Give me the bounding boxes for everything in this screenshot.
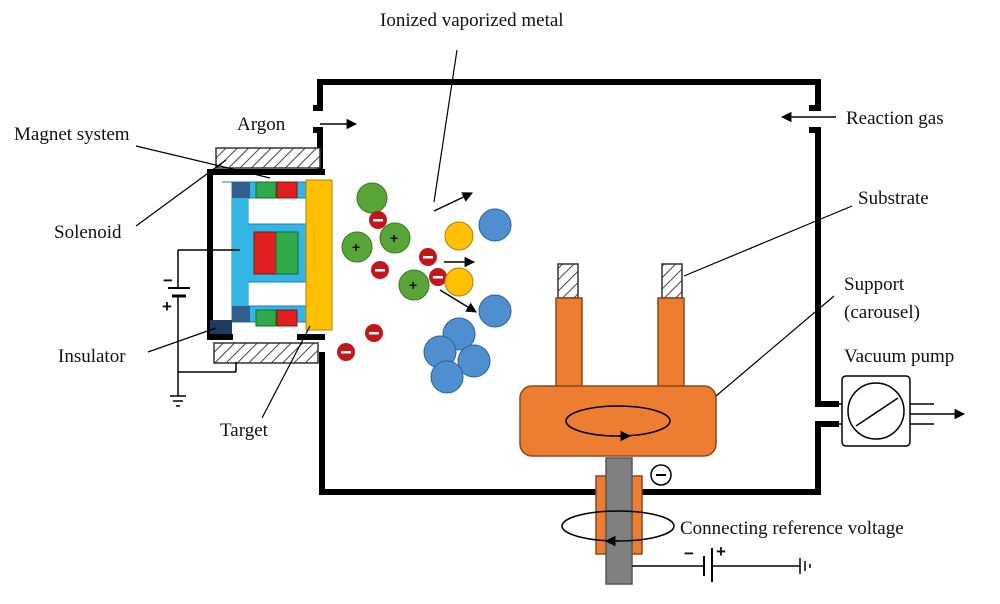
chamber-right-wall-upper xyxy=(809,127,839,407)
metal-ions xyxy=(444,221,474,297)
argon-ion: + xyxy=(398,269,430,301)
target-plate xyxy=(305,179,333,331)
electron xyxy=(365,324,383,342)
substrate-left xyxy=(557,263,579,299)
chamber-top-left-wall xyxy=(313,79,821,111)
magnetron-enclosure xyxy=(207,169,325,340)
solenoid-bottom xyxy=(213,342,319,364)
label-substrate: Substrate xyxy=(858,188,929,209)
magnet-bottom-red xyxy=(276,309,298,327)
carousel-shaft xyxy=(605,457,633,585)
magnet-top-red xyxy=(276,181,298,199)
metal-atom xyxy=(478,208,512,242)
metal-atom xyxy=(457,344,491,378)
substrate-post-right xyxy=(657,297,685,391)
argon-ion xyxy=(356,182,388,214)
leader-target xyxy=(261,325,311,419)
electrons xyxy=(337,211,447,361)
carousel-charge-symbol xyxy=(650,464,672,486)
magnet-bottom-green xyxy=(255,309,277,327)
target-bias-circuit xyxy=(168,249,240,407)
metal-atom xyxy=(430,360,464,394)
battery-plus-sign: + xyxy=(162,297,172,316)
label-vacuum-pump: Vacuum pump xyxy=(844,346,954,367)
argon-ion: + xyxy=(341,231,373,263)
svg-text:+: + xyxy=(352,239,360,255)
label-argon: Argon xyxy=(237,114,286,135)
magnet-top-green xyxy=(255,181,277,199)
metal-atom xyxy=(478,294,512,328)
metal-ion xyxy=(444,267,474,297)
label-insulator: Insulator xyxy=(58,346,126,367)
leader-support xyxy=(715,295,835,397)
electron xyxy=(429,268,447,286)
leader-insulator xyxy=(147,327,217,353)
insulator xyxy=(210,320,232,334)
substrate-right xyxy=(661,263,683,299)
electron xyxy=(419,248,437,266)
reference-voltage-circuit xyxy=(632,548,811,582)
electron xyxy=(371,261,389,279)
argon-ion: + xyxy=(379,222,411,254)
label-reaction-gas: Reaction gas xyxy=(846,108,944,129)
leader-ionized-metal xyxy=(433,49,458,203)
leader-lines xyxy=(135,49,853,419)
leader-magnet-system xyxy=(135,145,271,179)
leader-substrate xyxy=(683,205,853,277)
electron xyxy=(337,343,355,361)
substrate-post-left xyxy=(555,297,583,391)
particle-motion-arrows xyxy=(433,192,477,313)
magnet-system xyxy=(222,181,307,327)
label-magnet-system: Magnet system xyxy=(14,124,130,145)
metal-ion xyxy=(444,221,474,251)
leader-solenoid xyxy=(135,159,227,227)
label-support: Support xyxy=(844,274,905,295)
chamber-bottom-wall xyxy=(319,352,603,495)
label-support-carousel: (carousel) xyxy=(844,302,920,323)
substrates xyxy=(555,263,685,391)
svg-text:+: + xyxy=(390,230,398,246)
carousel-support xyxy=(519,385,717,457)
pole-piece-top xyxy=(232,182,250,198)
solenoid-top xyxy=(215,147,321,169)
label-target: Target xyxy=(220,420,269,441)
label-ionized-vaporized-metal: Ionized vaporized metal xyxy=(380,10,564,31)
argon-ions: + + + xyxy=(341,182,430,301)
reference-plus-sign: + xyxy=(716,542,726,561)
vacuum-pump xyxy=(818,375,966,447)
magnet-mid-green xyxy=(275,231,299,275)
battery-minus-sign: − xyxy=(163,271,173,290)
svg-text:+: + xyxy=(409,277,417,293)
label-solenoid: Solenoid xyxy=(54,222,122,243)
magnet-mid-red xyxy=(253,231,277,275)
metal-atoms xyxy=(423,208,512,394)
label-connecting-reference-voltage: Connecting reference voltage xyxy=(680,518,904,539)
reference-minus-sign: − xyxy=(684,544,694,563)
pole-piece-bottom xyxy=(232,306,250,322)
electron xyxy=(369,211,387,229)
